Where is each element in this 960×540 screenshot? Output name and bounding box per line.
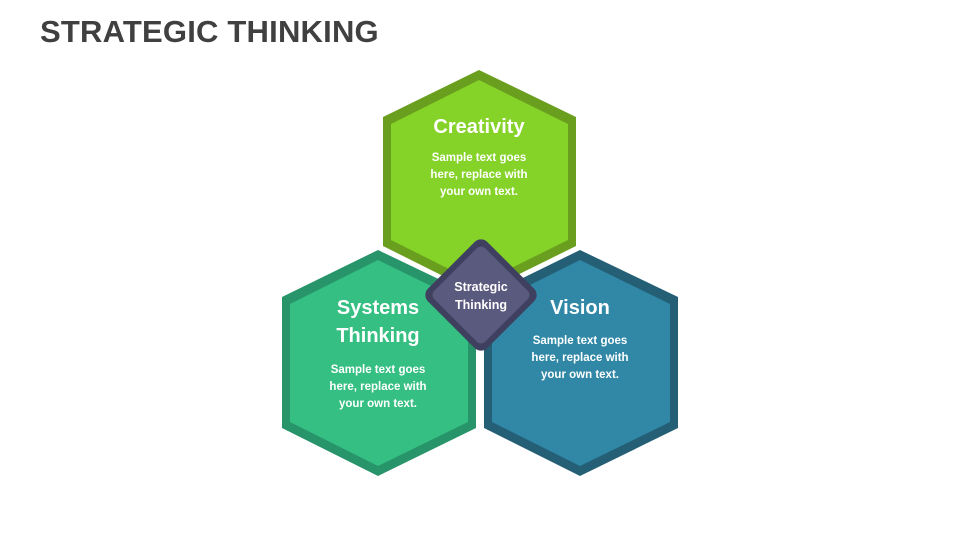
systems-thinking-text-line-2: here, replace with <box>329 381 426 393</box>
vision-text-line-2: here, replace with <box>531 352 628 364</box>
systems-thinking-hexagon-fill <box>290 260 468 466</box>
systems-thinking-text-line-3: your own text. <box>339 398 417 410</box>
creativity-hexagon: Creativity Sample text goes here, replac… <box>383 70 576 294</box>
systems-thinking-hexagon: Systems Thinking Sample text goes here, … <box>282 250 476 476</box>
systems-thinking-heading-line-1: Systems <box>337 297 419 319</box>
vision-text-line-1: Sample text goes <box>533 335 628 347</box>
center-label-line-1: Strategic <box>454 280 508 294</box>
systems-thinking-heading-line-2: Thinking <box>336 325 419 347</box>
center-label-line-2: Thinking <box>455 298 507 312</box>
center-diamond-fill <box>432 246 530 344</box>
creativity-hexagon-fill <box>391 80 568 284</box>
vision-heading: Vision <box>550 297 610 319</box>
systems-thinking-text-line-1: Sample text goes <box>331 364 426 376</box>
creativity-heading: Creativity <box>433 116 525 138</box>
center-diamond: Strategic Thinking <box>425 239 537 351</box>
vision-hexagon-fill <box>492 260 670 466</box>
creativity-text-line-2: here, replace with <box>430 169 527 181</box>
creativity-text-line-1: Sample text goes <box>432 152 527 164</box>
page-title: STRATEGIC THINKING <box>40 14 379 49</box>
vision-hexagon: Vision Sample text goes here, replace wi… <box>484 250 678 476</box>
creativity-text-line-3: your own text. <box>440 186 518 198</box>
vision-text-line-3: your own text. <box>541 369 619 381</box>
